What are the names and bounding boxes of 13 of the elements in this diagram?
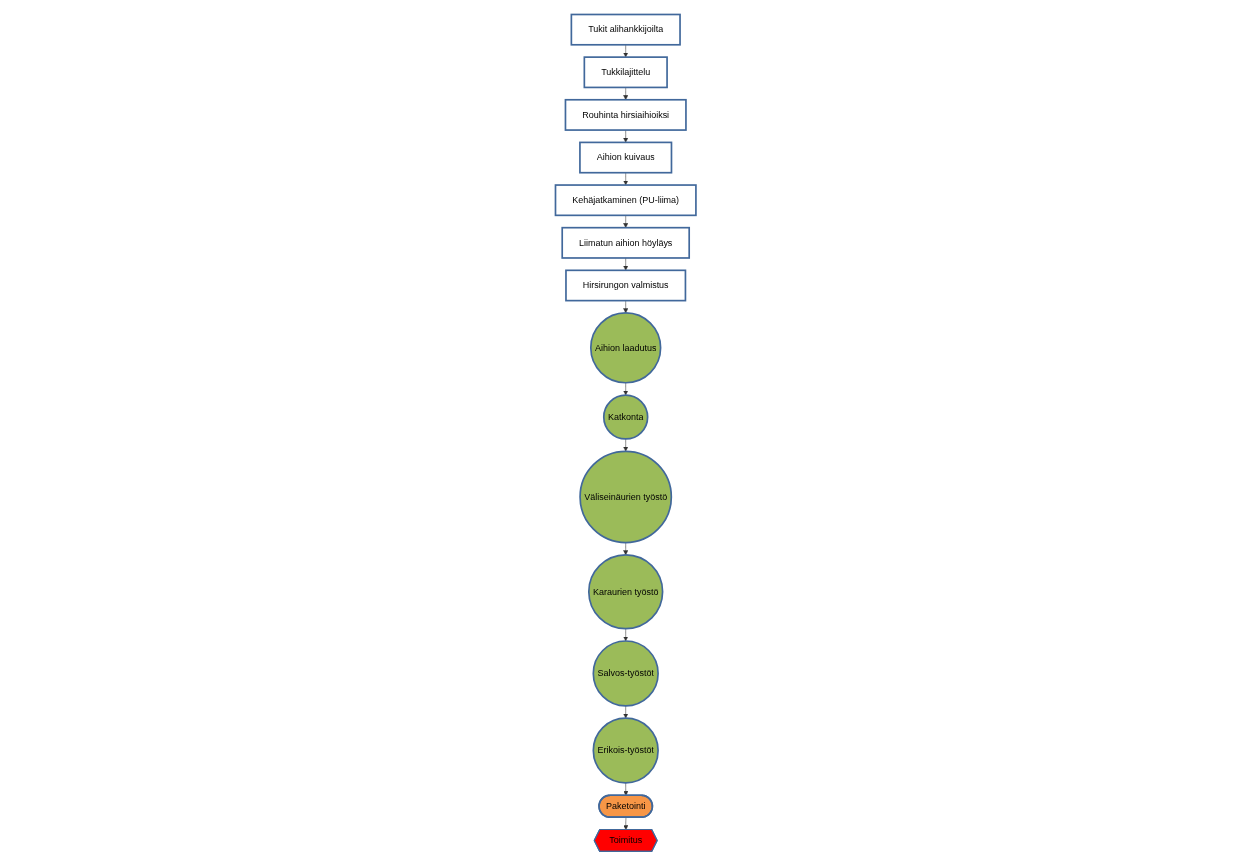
node-circle: Karaurien työstö [587, 554, 664, 630]
node-circle: Katkonta [602, 394, 649, 440]
node-box: Hirsirungon valmistus [564, 269, 687, 302]
node-box: Kehäjatkaminen (PU-liima) [554, 184, 697, 217]
node-box: Tukit alihankkijoilta [570, 13, 681, 46]
node-box: Aihion kuivaus [578, 141, 673, 174]
node-box: Liimatun aihion höyläys [561, 226, 690, 259]
node-circle: Väliseinäurien työstö [579, 450, 672, 544]
node-circle: Salvos-työstöt [592, 640, 659, 707]
node-circle: Erikois-työstöt [592, 717, 659, 784]
node-box: Rouhinta hirsiaihioiksi [564, 99, 687, 131]
node-box: Tukkilajittelu [583, 56, 668, 89]
node-circle: Aihion laadutus [589, 312, 662, 384]
